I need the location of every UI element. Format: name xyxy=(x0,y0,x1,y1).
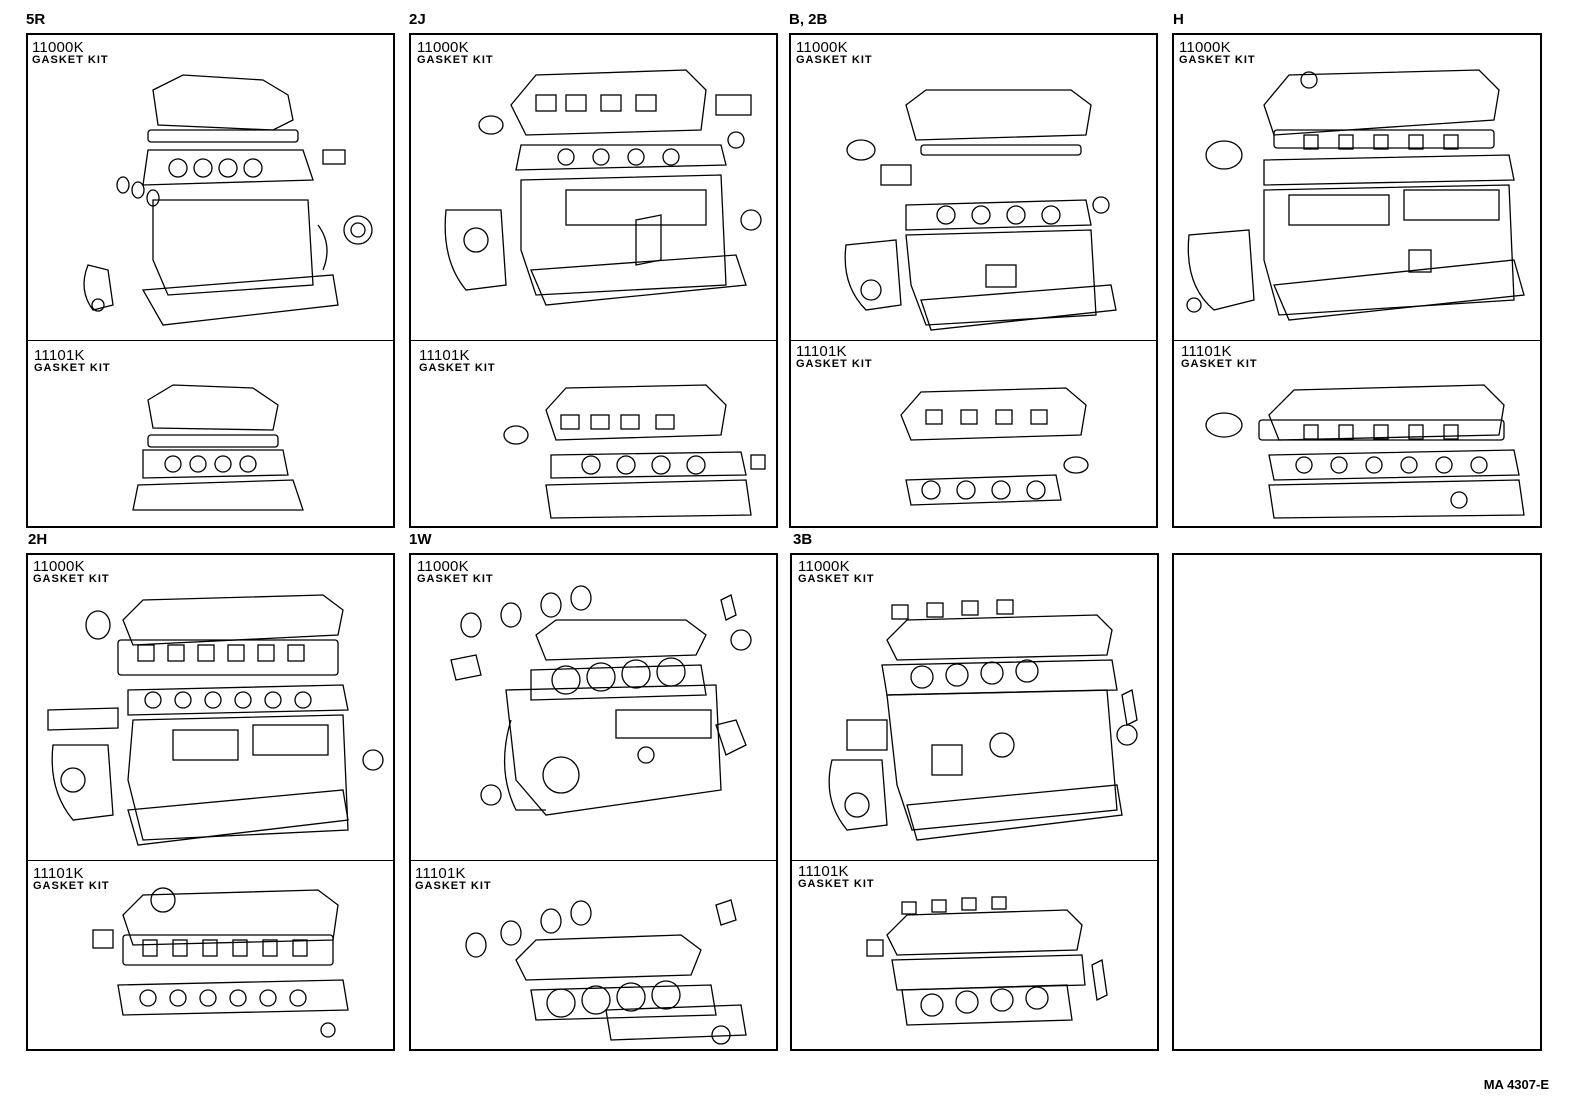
part-number: 11101K xyxy=(419,347,470,364)
cylinder-head-illustration xyxy=(123,380,333,515)
panel-2h: 11000K GASKET KIT 11101K GASKET KIT xyxy=(26,553,395,1051)
cylinder-head-illustration xyxy=(496,380,771,520)
kit-header-full: 11000K GASKET KIT xyxy=(798,559,875,585)
kit-header-head: 11101K GASKET KIT xyxy=(796,344,873,370)
kit-header-head: 11101K GASKET KIT xyxy=(34,348,111,374)
engine-illustration xyxy=(831,75,1141,335)
kit-header-head: 11101K GASKET KIT xyxy=(419,348,496,374)
part-number: 11101K xyxy=(796,343,847,360)
kit-name: GASKET KIT xyxy=(419,362,496,374)
kit-name: GASKET KIT xyxy=(798,573,875,585)
part-number: 11101K xyxy=(33,865,84,882)
cylinder-head-illustration xyxy=(88,880,378,1045)
kit-header-full: 11000K GASKET KIT xyxy=(32,40,109,66)
part-number: 11000K xyxy=(417,558,469,575)
section-divider xyxy=(411,340,776,341)
engine-label-5r: 5R xyxy=(26,11,46,28)
part-number: 11000K xyxy=(32,39,84,56)
kit-name: GASKET KIT xyxy=(34,362,111,374)
panel-2j: 11000K GASKET KIT 11101K GASKET KIT xyxy=(409,33,778,528)
cylinder-head-illustration xyxy=(1194,380,1529,520)
kit-header-full: 11000K GASKET KIT xyxy=(1179,40,1256,66)
part-number: 11000K xyxy=(798,558,850,575)
cylinder-head-illustration xyxy=(456,885,761,1050)
engine-label-2h: 2H xyxy=(28,531,48,548)
engine-illustration xyxy=(436,580,766,855)
kit-name: GASKET KIT xyxy=(32,54,109,66)
part-number: 11000K xyxy=(417,39,469,56)
section-divider xyxy=(1174,340,1540,341)
section-divider xyxy=(28,340,393,341)
kit-name: GASKET KIT xyxy=(415,880,492,892)
engine-illustration xyxy=(43,580,388,855)
kit-name: GASKET KIT xyxy=(33,880,110,892)
kit-header-full: 11000K GASKET KIT xyxy=(796,40,873,66)
part-number: 11101K xyxy=(1181,343,1232,360)
panel-b-2b: 11000K GASKET KIT 11101K GASKET KIT xyxy=(789,33,1158,528)
engine-label-b-2b: B, 2B xyxy=(789,11,828,28)
part-number: 11000K xyxy=(33,558,85,575)
kit-name: GASKET KIT xyxy=(796,358,873,370)
part-number: 11101K xyxy=(798,863,849,880)
kit-name: GASKET KIT xyxy=(1179,54,1256,66)
section-divider xyxy=(411,860,776,861)
empty-panel xyxy=(1172,553,1542,1051)
engine-illustration xyxy=(73,60,383,335)
part-number: 11000K xyxy=(1179,39,1231,56)
engine-illustration xyxy=(1179,60,1534,335)
section-divider xyxy=(28,860,393,861)
kit-name: GASKET KIT xyxy=(417,54,494,66)
kit-header-full: 11000K GASKET KIT xyxy=(417,40,494,66)
section-divider xyxy=(792,860,1157,861)
kit-header-full: 11000K GASKET KIT xyxy=(417,559,494,585)
engine-label-1w: 1W xyxy=(409,531,432,548)
engine-label-h: H xyxy=(1173,11,1184,28)
section-divider xyxy=(791,340,1156,341)
engine-label-2j: 2J xyxy=(409,11,426,28)
kit-name: GASKET KIT xyxy=(417,573,494,585)
kit-name: GASKET KIT xyxy=(798,878,875,890)
cylinder-head-illustration xyxy=(886,380,1106,510)
panel-5r: 11000K GASKET KIT 11101K GASKET KIT xyxy=(26,33,395,528)
panel-h: 11000K GASKET KIT 11101K GASKET KIT xyxy=(1172,33,1542,528)
engine-illustration xyxy=(817,595,1147,855)
panel-1w: 11000K GASKET KIT 11101K GASKET KIT xyxy=(409,553,778,1051)
part-number: 11101K xyxy=(34,347,85,364)
kit-header-full: 11000K GASKET KIT xyxy=(33,559,110,585)
drawing-code: MA 4307-E xyxy=(1483,1077,1549,1092)
engine-illustration xyxy=(436,60,771,335)
kit-name: GASKET KIT xyxy=(33,573,110,585)
cylinder-head-illustration xyxy=(866,890,1117,1040)
part-number: 11101K xyxy=(415,865,466,882)
panel-3b: 11000K GASKET KIT 11101K GASKET KIT xyxy=(790,553,1159,1051)
kit-header-head: 11101K GASKET KIT xyxy=(33,866,110,892)
kit-header-head: 11101K GASKET KIT xyxy=(1181,344,1258,370)
kit-header-head: 11101K GASKET KIT xyxy=(415,866,492,892)
kit-name: GASKET KIT xyxy=(796,54,873,66)
kit-header-head: 11101K GASKET KIT xyxy=(798,864,875,890)
engine-label-3b: 3B xyxy=(793,531,813,548)
part-number: 11000K xyxy=(796,39,848,56)
kit-name: GASKET KIT xyxy=(1181,358,1258,370)
